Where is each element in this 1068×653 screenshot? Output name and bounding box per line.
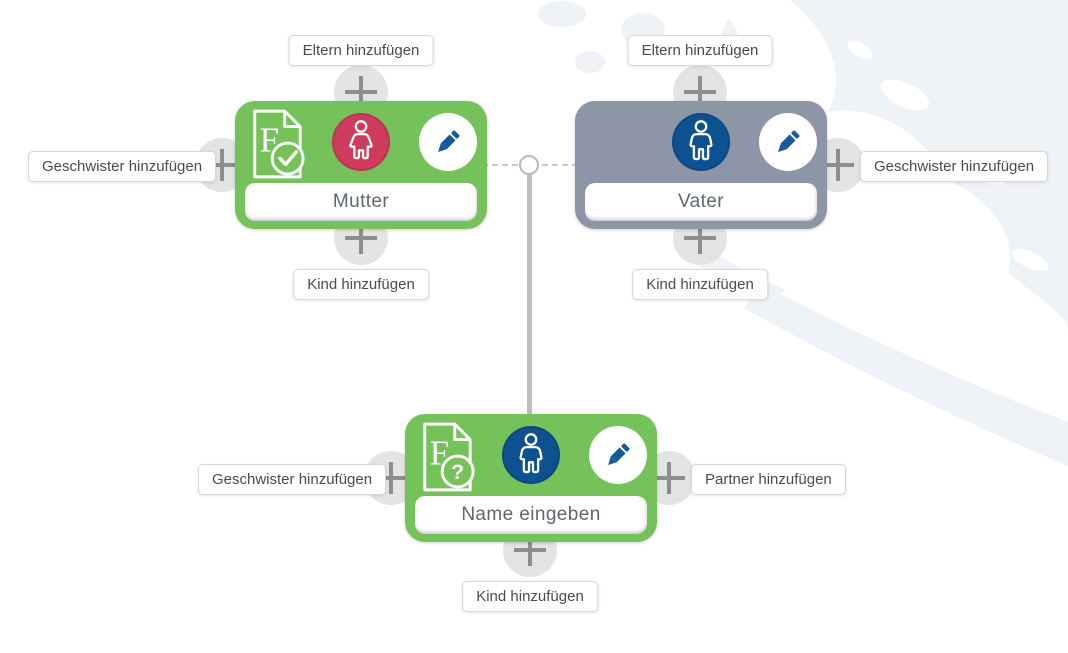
add-parents-father-label[interactable]: Eltern hinzufügen [627,35,773,66]
plus-icon [514,534,546,566]
document-question-mark: ? [451,460,464,484]
add-siblings-focus-label[interactable]: Geschwister hinzufügen [198,464,387,495]
add-partner-focus-label[interactable]: Partner hinzufügen [691,464,846,495]
add-child-focus-label[interactable]: Kind hinzufügen [462,581,598,612]
add-siblings-father-label[interactable]: Geschwister hinzufügen [860,151,1049,182]
person-name-field[interactable]: Vater [585,183,817,221]
add-child-father-label[interactable]: Kind hinzufügen [632,269,768,300]
plus-icon [822,149,854,181]
person-card-focus[interactable]: F ? Name eingeben [405,414,657,542]
person-name: Name eingeben [461,504,601,525]
edit-pencil-icon [778,130,800,152]
edit-pencil-icon [438,130,460,152]
plus-icon [684,222,716,254]
female-person-icon[interactable] [332,113,390,171]
plus-icon [375,462,407,494]
family-union-node [519,155,539,175]
add-siblings-mother-label[interactable]: Geschwister hinzufügen [28,151,217,182]
facts-document-check-icon[interactable]: F [248,107,306,181]
male-person-icon[interactable] [502,426,560,484]
facts-document-question-icon[interactable]: F ? [418,420,476,494]
male-person-icon[interactable] [672,113,730,171]
person-name: Vater [677,191,724,212]
plus-icon [684,76,716,108]
person-card-father[interactable]: Vater [575,101,827,229]
edit-pencil-icon [608,443,630,465]
edit-pencil-button[interactable] [759,113,817,171]
person-name-field[interactable]: Name eingeben [415,496,647,534]
plus-icon [345,222,377,254]
add-parents-mother-label[interactable]: Eltern hinzufügen [288,35,434,66]
edit-pencil-button[interactable] [589,426,647,484]
plus-icon [206,149,238,181]
child-connector-line [527,165,532,415]
plus-icon [345,76,377,108]
add-child-mother-label[interactable]: Kind hinzufügen [293,269,429,300]
person-name: Mutter [332,191,390,212]
person-name-field[interactable]: Mutter [245,183,477,221]
plus-icon [653,462,685,494]
person-card-mother[interactable]: F Mutter [235,101,487,229]
edit-pencil-button[interactable] [419,113,477,171]
